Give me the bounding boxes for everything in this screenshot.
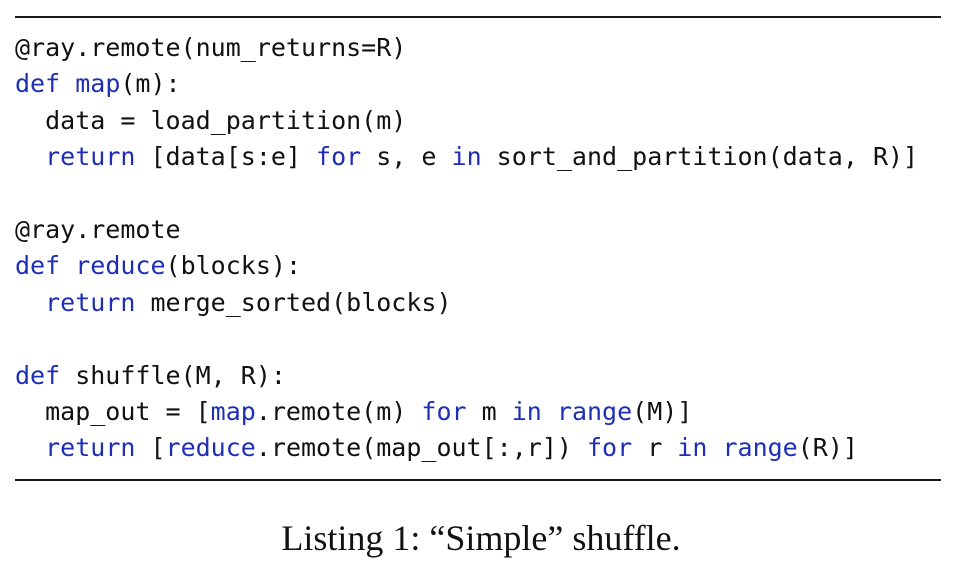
- code-text: merge_sorted(blocks): [135, 287, 452, 317]
- code-keyword: in: [677, 433, 708, 463]
- code-keyword: for: [421, 396, 467, 426]
- code-keyword: def: [15, 69, 61, 99]
- code-text: [: [135, 433, 166, 463]
- code-line: return [data[s:e] for s, e in sort_and_p…: [15, 139, 918, 175]
- code-text: [data[s:e]: [135, 142, 317, 172]
- code-text: s, e: [361, 142, 452, 172]
- listing-top-rule: [15, 16, 941, 18]
- code-text: [707, 433, 722, 462]
- code-text: shuffle(M, R):: [60, 360, 286, 390]
- listing-bottom-rule: [15, 479, 941, 481]
- code-text: .remote(map_out[:,r]): [255, 433, 587, 463]
- code-text: @ray.remote(num_returns=R): [15, 33, 407, 62]
- code-text: sort_and_partition(data, R)]: [481, 142, 919, 172]
- code-text: data = load_partition(m): [15, 105, 407, 135]
- code-line: data = load_partition(m): [15, 103, 918, 139]
- code-keyword: for: [316, 142, 362, 172]
- code-line: return [reduce.remote(map_out[:,r]) for …: [15, 430, 918, 466]
- code-keyword: range: [722, 433, 798, 463]
- code-line: map_out = [map.remote(m) for m in range(…: [15, 394, 918, 430]
- code-function-name: map: [210, 396, 256, 426]
- code-text: m: [466, 396, 512, 426]
- code-function-name: reduce: [75, 251, 166, 281]
- code-keyword: in: [451, 142, 482, 172]
- code-text: [60, 251, 75, 280]
- code-line: def reduce(blocks):: [15, 248, 918, 284]
- code-keyword: return: [45, 433, 136, 463]
- code-line: return merge_sorted(blocks): [15, 285, 918, 321]
- code-function-name: reduce: [165, 433, 256, 463]
- code-keyword: range: [556, 396, 633, 426]
- code-keyword: def: [15, 251, 61, 281]
- code-text: [15, 288, 45, 317]
- code-text: r: [632, 433, 678, 463]
- listing-caption: Listing 1: “Simple” shuffle.: [281, 518, 681, 558]
- code-keyword: return: [45, 142, 136, 172]
- code-text: (blocks):: [165, 251, 301, 281]
- code-text: (M)]: [632, 396, 693, 426]
- code-text: (m):: [120, 69, 181, 99]
- code-text: (R)]: [797, 433, 858, 463]
- code-function-name: map: [75, 69, 121, 99]
- code-text: [15, 142, 45, 171]
- code-line: [15, 176, 918, 212]
- code-text: map_out = [: [15, 396, 211, 426]
- code-line: def shuffle(M, R):: [15, 358, 918, 394]
- code-text: .remote(m): [255, 396, 422, 426]
- code-text: [15, 433, 45, 462]
- code-text: [60, 69, 75, 98]
- code-keyword: return: [45, 287, 136, 317]
- code-keyword: in: [511, 396, 542, 426]
- code-keyword: def: [15, 360, 61, 390]
- code-line: def map(m):: [15, 66, 918, 102]
- code-line: @ray.remote: [15, 212, 918, 248]
- code-text: [542, 397, 557, 426]
- code-listing: @ray.remote(num_returns=R)def map(m): da…: [15, 30, 918, 467]
- code-line: [15, 321, 918, 357]
- code-keyword: for: [586, 433, 633, 463]
- code-line: @ray.remote(num_returns=R): [15, 30, 918, 66]
- code-text: @ray.remote: [15, 214, 181, 244]
